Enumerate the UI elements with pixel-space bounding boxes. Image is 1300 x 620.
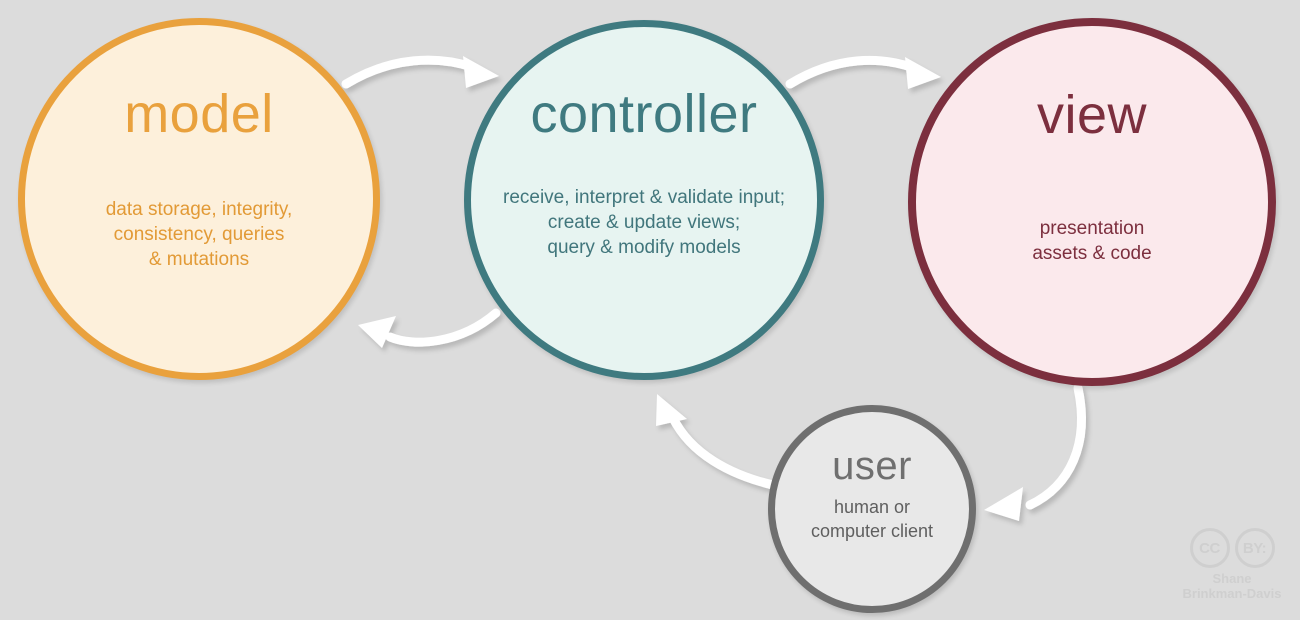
node-user-title: user — [832, 444, 912, 488]
node-view[interactable]: view presentation assets & code — [908, 18, 1276, 386]
node-view-title: view — [1036, 85, 1148, 145]
creative-commons-icon: CC — [1189, 528, 1230, 568]
node-controller[interactable]: controller receive, interpret & validate… — [464, 20, 824, 380]
node-controller-description: receive, interpret & validate input; cre… — [503, 187, 785, 259]
node-model-description: data storage, integrity, consistency, qu… — [105, 199, 293, 271]
arrow-controller-to-model — [358, 308, 501, 348]
node-user-description: human or computer client — [810, 497, 934, 541]
node-user[interactable]: user human or computer client — [768, 405, 976, 613]
arrow-controller-to-view — [785, 55, 941, 89]
license-badge[interactable]: CC BY: Shane Brinkman-Davis — [1176, 528, 1288, 602]
arrow-model-to-controller — [341, 55, 499, 89]
node-view-description: presentation assets & code — [1032, 218, 1152, 265]
node-model[interactable]: model data storage, integrity, consisten… — [18, 18, 380, 380]
attribution-by-icon: BY: — [1234, 528, 1275, 568]
node-controller-title: controller — [530, 84, 758, 144]
node-model-title: model — [124, 84, 274, 144]
arrow-user-to-controller — [656, 394, 787, 492]
license-marks: CC BY: — [1189, 528, 1275, 568]
arrow-view-to-user — [984, 383, 1086, 521]
license-author: Shane Brinkman-Davis — [1182, 571, 1282, 602]
